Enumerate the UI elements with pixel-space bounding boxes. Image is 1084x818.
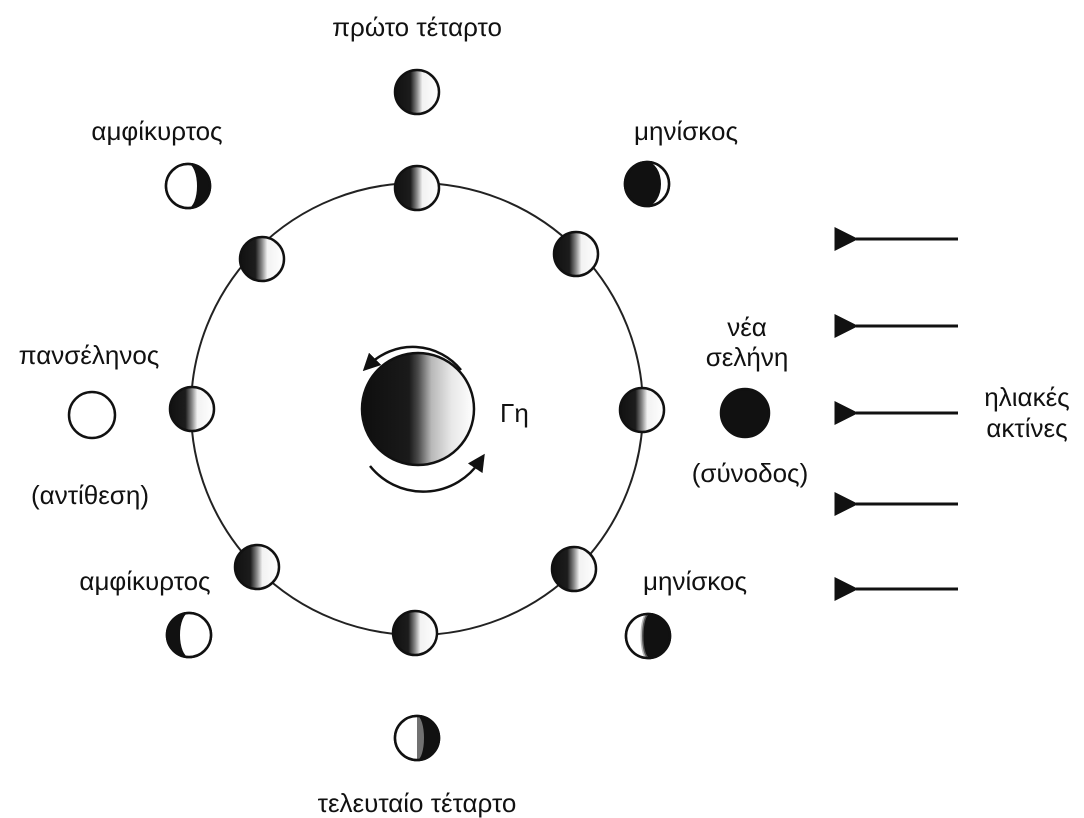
phase-crescent-top: [623, 160, 671, 208]
label-gibbous-bottom: αμφίκυρτος: [79, 566, 211, 596]
orbit-moon-top: [393, 164, 441, 212]
label-sun-rays-line1: ηλιακές: [984, 382, 1070, 412]
phase-gibbous-bottom: [165, 611, 213, 659]
orbit-moon-left: [168, 385, 216, 433]
label-crescent-bottom: μηνίσκος: [643, 566, 747, 596]
phase-first-quarter: [393, 68, 441, 116]
label-full-moon: πανσέληνος: [18, 340, 160, 370]
label-new-moon-line1: νέα: [727, 312, 767, 342]
label-crescent-top: μηνίσκος: [634, 116, 738, 146]
label-opposition: (αντίθεση): [31, 480, 149, 510]
label-earth: Γη: [500, 398, 529, 428]
label-new-moon-line2: σελήνη: [705, 342, 789, 372]
orbit-moon-bottom: [391, 609, 439, 657]
orbit-moon-upper-right: [552, 230, 600, 278]
phase-gibbous-top: [164, 162, 212, 210]
label-first-quarter: πρώτο τέταρτο: [332, 12, 502, 42]
orbit-moon-lower-left: [233, 543, 281, 591]
phase-last-quarter: [393, 714, 441, 762]
label-gibbous-top: αμφίκυρτος: [91, 116, 223, 146]
orbit-moon-right: [618, 386, 666, 434]
label-sun-rays-line2: ακτίνες: [986, 413, 1068, 443]
label-last-quarter: τελευταίο τέταρτο: [317, 788, 517, 818]
earth-rotation-arrow-bottom: [369, 453, 485, 493]
phase-full-moon: [67, 390, 117, 440]
label-conjunction: (σύνοδος): [691, 458, 809, 488]
orbit-moon-lower-right: [550, 545, 598, 593]
phase-crescent-bottom: [624, 612, 672, 660]
earth: [360, 351, 476, 467]
orbit-moon-upper-left: [238, 235, 286, 283]
phase-new-moon: [719, 387, 771, 439]
earth-rotation-arrow-top: [362, 345, 462, 372]
